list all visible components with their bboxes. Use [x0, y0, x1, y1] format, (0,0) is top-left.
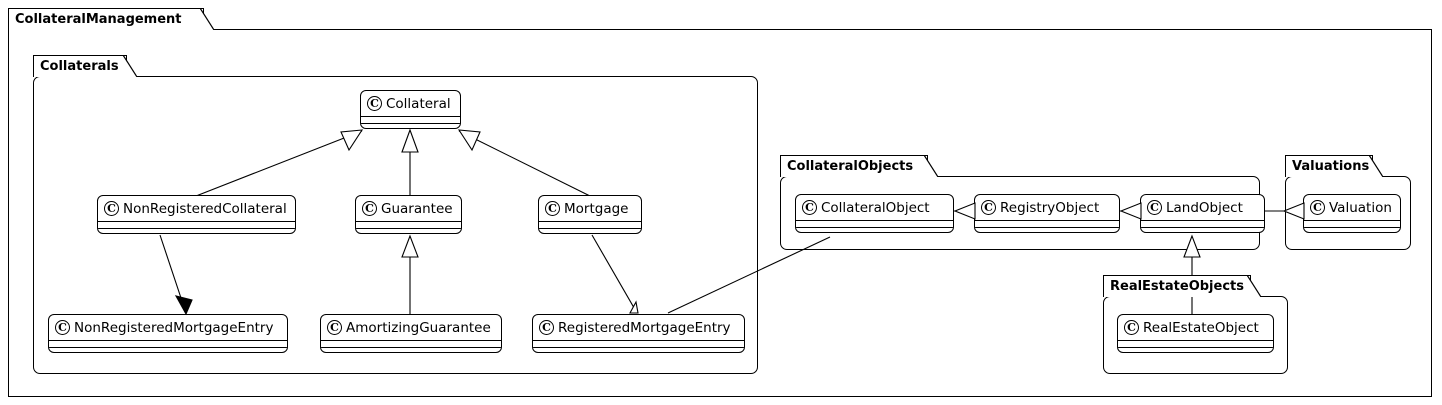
class-separator — [533, 347, 744, 348]
class-valuation-title: C Valuation — [1304, 195, 1400, 220]
class-realestateobject-label: RealEstateObject — [1143, 319, 1259, 336]
package-collateralmanagement-tab: CollateralManagement — [8, 8, 204, 30]
class-icon: C — [1124, 320, 1139, 335]
package-collateralmanagement-label: CollateralManagement — [15, 12, 182, 27]
class-icon: C — [327, 320, 342, 335]
class-icon: C — [981, 200, 996, 215]
class-registryobject-title: C RegistryObject — [975, 195, 1119, 220]
class-nonregisteredcollateral[interactable]: C NonRegisteredCollateral — [97, 195, 296, 234]
class-icon: C — [104, 201, 119, 216]
class-nonregisteredcollateral-title: C NonRegisteredCollateral — [98, 196, 295, 221]
class-nonregisteredcollateral-label: NonRegisteredCollateral — [123, 200, 287, 217]
class-operations-compartment — [796, 228, 953, 232]
class-guarantee[interactable]: C Guarantee — [355, 195, 462, 234]
class-landobject-label: LandObject — [1166, 199, 1243, 216]
class-operations-compartment — [361, 124, 460, 128]
class-operations-compartment — [533, 348, 744, 352]
class-separator — [539, 221, 641, 222]
class-operations-compartment — [356, 229, 461, 233]
package-collaterals-tab: Collaterals — [33, 55, 127, 77]
class-separator — [1304, 227, 1400, 228]
class-separator — [361, 116, 460, 117]
class-guarantee-title: C Guarantee — [356, 196, 461, 221]
class-icon: C — [802, 200, 817, 215]
class-icon: C — [362, 201, 377, 216]
class-landobject[interactable]: C LandObject — [1140, 194, 1265, 233]
class-mortgage-title: C Mortgage — [539, 196, 641, 221]
package-realestateobjects-tab: RealEstateObjects — [1103, 275, 1251, 297]
class-registeredmortgageentry-label: RegisteredMortgageEntry — [558, 319, 731, 336]
class-operations-compartment — [975, 228, 1119, 232]
class-separator — [98, 228, 295, 229]
class-registryobject-label: RegistryObject — [1000, 199, 1100, 216]
class-separator — [321, 347, 501, 348]
class-amortizingguarantee[interactable]: C AmortizingGuarantee — [320, 314, 502, 353]
class-nonregisteredmortgageentry-label: NonRegisteredMortgageEntry — [74, 319, 274, 336]
package-collateralobjects-tab: CollateralObjects — [780, 155, 928, 177]
class-separator — [1118, 340, 1273, 341]
class-mortgage-label: Mortgage — [564, 200, 629, 217]
class-separator — [49, 347, 287, 348]
class-operations-compartment — [49, 348, 287, 352]
class-icon: C — [55, 320, 70, 335]
class-operations-compartment — [98, 229, 295, 233]
class-separator — [533, 340, 744, 341]
class-realestateobject[interactable]: C RealEstateObject — [1117, 314, 1274, 353]
class-valuation[interactable]: C Valuation — [1303, 194, 1401, 233]
class-landobject-title: C LandObject — [1141, 195, 1264, 220]
class-operations-compartment — [321, 348, 501, 352]
class-separator — [361, 123, 460, 124]
class-operations-compartment — [539, 229, 641, 233]
class-collateralobject-title: C CollateralObject — [796, 195, 953, 220]
class-nonregisteredmortgageentry[interactable]: C NonRegisteredMortgageEntry — [48, 314, 288, 353]
class-separator — [1141, 220, 1264, 221]
class-collateral-title: C Collateral — [361, 91, 460, 116]
package-valuations-label: Valuations — [1292, 159, 1370, 174]
package-collaterals-label: Collaterals — [40, 59, 119, 74]
class-collateral-label: Collateral — [386, 95, 451, 112]
class-collateralobject-label: CollateralObject — [821, 199, 930, 216]
class-separator — [98, 221, 295, 222]
class-guarantee-label: Guarantee — [381, 200, 453, 217]
class-separator — [49, 340, 287, 341]
class-separator — [975, 220, 1119, 221]
class-registeredmortgageentry[interactable]: C RegisteredMortgageEntry — [532, 314, 745, 353]
class-nonregisteredmortgageentry-title: C NonRegisteredMortgageEntry — [49, 315, 287, 340]
class-registryobject[interactable]: C RegistryObject — [974, 194, 1120, 233]
class-separator — [539, 228, 641, 229]
class-mortgage[interactable]: C Mortgage — [538, 195, 642, 234]
package-realestateobjects-label: RealEstateObjects — [1110, 279, 1244, 294]
class-collateral[interactable]: C Collateral — [360, 90, 461, 129]
class-separator — [1141, 227, 1264, 228]
class-separator — [1118, 347, 1273, 348]
class-amortizingguarantee-label: AmortizingGuarantee — [346, 319, 491, 336]
package-valuations-tab: Valuations — [1285, 155, 1373, 177]
class-icon: C — [539, 320, 554, 335]
class-separator — [1304, 220, 1400, 221]
class-icon: C — [367, 96, 382, 111]
class-valuation-label: Valuation — [1329, 199, 1392, 216]
class-registeredmortgageentry-title: C RegisteredMortgageEntry — [533, 315, 744, 340]
class-separator — [975, 227, 1119, 228]
class-amortizingguarantee-title: C AmortizingGuarantee — [321, 315, 501, 340]
class-separator — [356, 221, 461, 222]
class-separator — [796, 220, 953, 221]
class-icon: C — [545, 201, 560, 216]
class-realestateobject-title: C RealEstateObject — [1118, 315, 1273, 340]
class-separator — [356, 228, 461, 229]
class-separator — [321, 340, 501, 341]
class-icon: C — [1310, 200, 1325, 215]
class-operations-compartment — [1118, 348, 1273, 352]
class-operations-compartment — [1141, 228, 1264, 232]
class-operations-compartment — [1304, 228, 1400, 232]
class-separator — [796, 227, 953, 228]
class-icon: C — [1147, 200, 1162, 215]
class-collateralobject[interactable]: C CollateralObject — [795, 194, 954, 233]
package-collateralobjects-label: CollateralObjects — [787, 159, 914, 174]
